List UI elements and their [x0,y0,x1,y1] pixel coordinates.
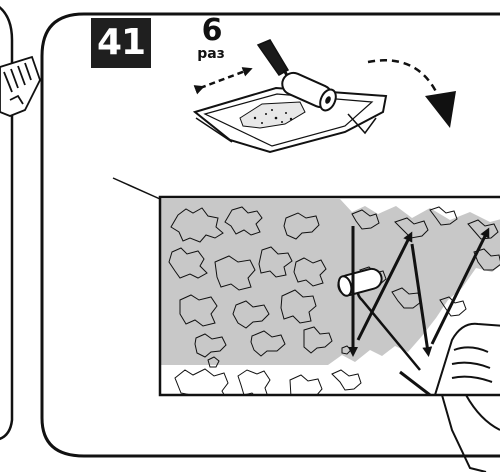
leader-line [113,178,160,199]
curved-arrowhead [425,91,456,128]
step-number-badge: 41 [91,18,151,68]
repeat-unit: раз [189,47,233,61]
previous-panel-fragment [0,4,40,440]
previous-panel-roller-fragment [0,57,40,116]
roller-handle-overflow [442,395,500,472]
double-arrow-icon [200,70,248,88]
wall-detail-view [160,197,500,404]
repeat-count: 6 [197,16,227,46]
curved-arrow-icon [368,60,440,100]
paint-tray-icon [195,88,386,152]
